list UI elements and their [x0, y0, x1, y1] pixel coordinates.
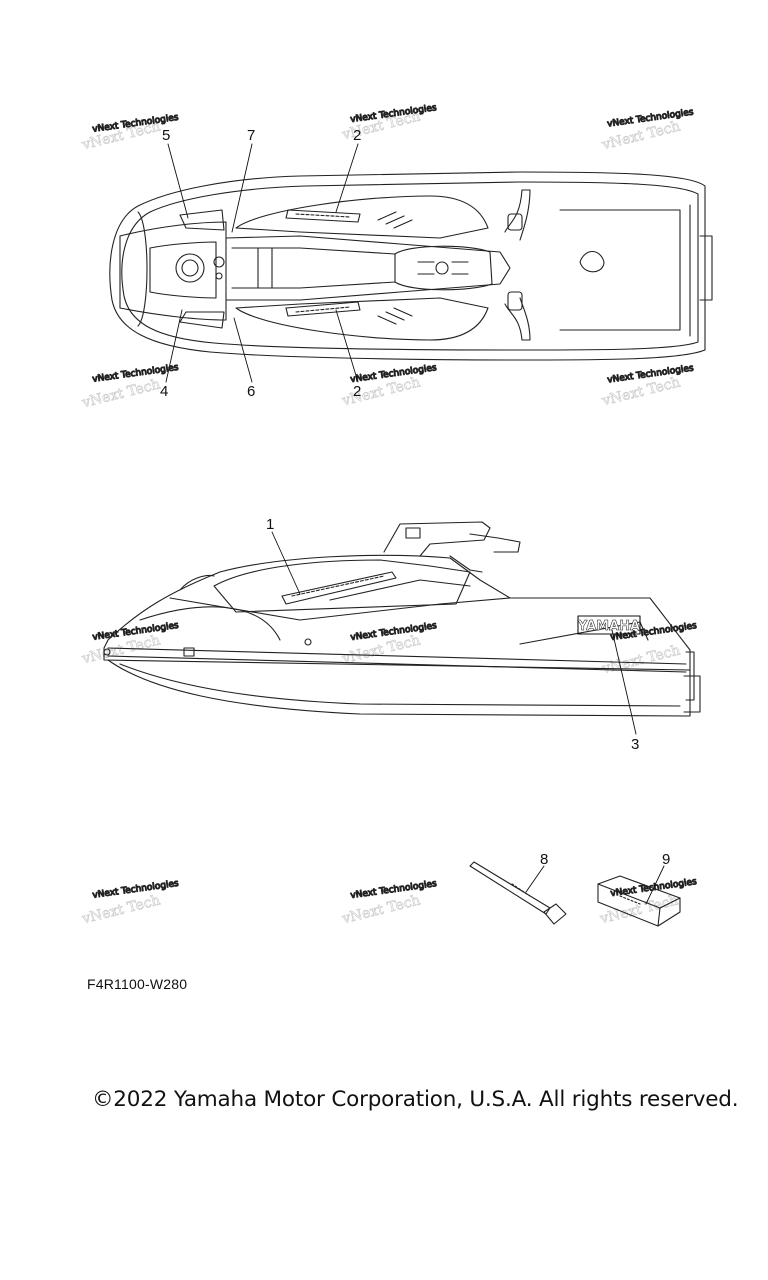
parts-callout-labels: 8 9 [540, 851, 670, 868]
side-view: vNext Tech vNext Technologies vNext Tech… [0, 510, 768, 760]
callout-6: 6 [247, 383, 255, 400]
copyright-notice: ©2022 Yamaha Motor Corporation, U.S.A. A… [92, 1087, 739, 1112]
watermark-group: vNext Tech vNext Technologies vNext Tech… [79, 103, 695, 410]
top-view-drawing: vNext Tech vNext Technologies vNext Tech… [79, 103, 713, 410]
callout-2: 2 [353, 383, 361, 400]
side-callout-labels: 1 3 [266, 516, 639, 753]
watermark-group: vNext Tech vNext Technologies vNext Tech… [79, 877, 698, 928]
parts-leaders [525, 865, 665, 905]
parts-view: vNext Tech vNext Technologies vNext Tech… [0, 840, 768, 940]
side-hull [103, 554, 701, 717]
callout-8: 8 [540, 851, 548, 868]
footwells [235, 195, 489, 341]
callout-1: 1 [266, 516, 274, 533]
side-view-drawing: vNext Tech vNext Technologies vNext Tech… [79, 516, 701, 753]
top-leaders [165, 143, 359, 383]
side-seat-and-handlebar [179, 521, 521, 613]
cable-tie [469, 861, 567, 925]
side-leaders [271, 531, 637, 735]
callout-9: 9 [662, 851, 670, 868]
top-decal-2-upper [285, 209, 361, 223]
callout-2: 2 [353, 127, 361, 144]
top-callout-labels: 5 7 2 4 6 2 [160, 127, 361, 400]
top-view: vNext Tech vNext Technologies vNext Tech… [0, 90, 768, 410]
callout-3: 3 [631, 736, 639, 753]
deck-and-handle-pole [225, 189, 531, 341]
side-decal-1 [281, 571, 397, 605]
callout-5: 5 [162, 127, 170, 144]
clamp-pad [597, 875, 681, 927]
callout-7: 7 [247, 127, 255, 144]
top-decal-2-lower [285, 301, 361, 317]
bow-cowling [119, 209, 227, 329]
hull-outline [109, 171, 713, 361]
yamaha-decal-text: YAMAHA [577, 619, 640, 634]
side-decal-3: YAMAHA [577, 615, 641, 635]
callout-4: 4 [160, 383, 168, 400]
parts-view-drawing: vNext Tech vNext Technologies vNext Tech… [79, 851, 698, 928]
svg-text:vNext Tech: vNext Tech [600, 642, 682, 677]
drawing-code: F4R1100-W280 [87, 976, 188, 992]
